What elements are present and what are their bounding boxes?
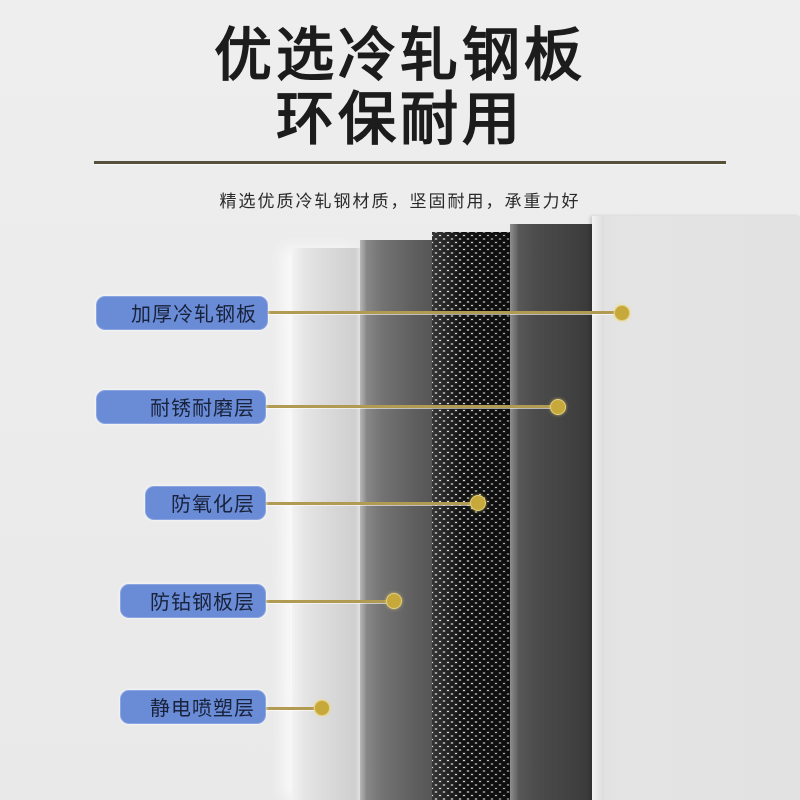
callout-2-leader-line xyxy=(266,405,552,408)
callout-4-label: 防钻钢板层 xyxy=(120,584,266,618)
callout-1-label: 加厚冷轧钢板 xyxy=(96,296,268,330)
perforated-mesh-panel xyxy=(432,232,510,800)
anti-rust-panel xyxy=(510,224,594,800)
headline-line-1: 优选冷轧钢板 xyxy=(213,21,586,89)
callout-3-label: 防氧化层 xyxy=(145,486,266,520)
subtitle: 精选优质冷轧钢材质，坚固耐用，承重力好 xyxy=(219,192,581,212)
callout-3-leader-line xyxy=(266,502,472,505)
callout-1-dot-icon xyxy=(614,305,630,321)
callout-2-label: 耐锈耐磨层 xyxy=(96,390,266,424)
callout-1-leader-line xyxy=(266,311,616,314)
outer-coating-panel xyxy=(292,248,362,800)
headline-divider xyxy=(94,161,726,164)
callout-4-leader-line xyxy=(266,600,390,603)
cold-rolled-steel-panel xyxy=(592,216,800,800)
callout-4-dot-icon xyxy=(386,593,402,609)
headline-line-2: 环保耐用 xyxy=(275,85,524,153)
callout-5-leader-line xyxy=(266,707,318,710)
callout-2-dot-icon xyxy=(550,399,566,415)
callout-3-dot-icon xyxy=(470,495,486,511)
callout-5-label: 静电喷塑层 xyxy=(120,690,266,724)
anti-drill-steel-panel xyxy=(360,240,434,800)
callout-5-dot-icon xyxy=(314,700,330,716)
